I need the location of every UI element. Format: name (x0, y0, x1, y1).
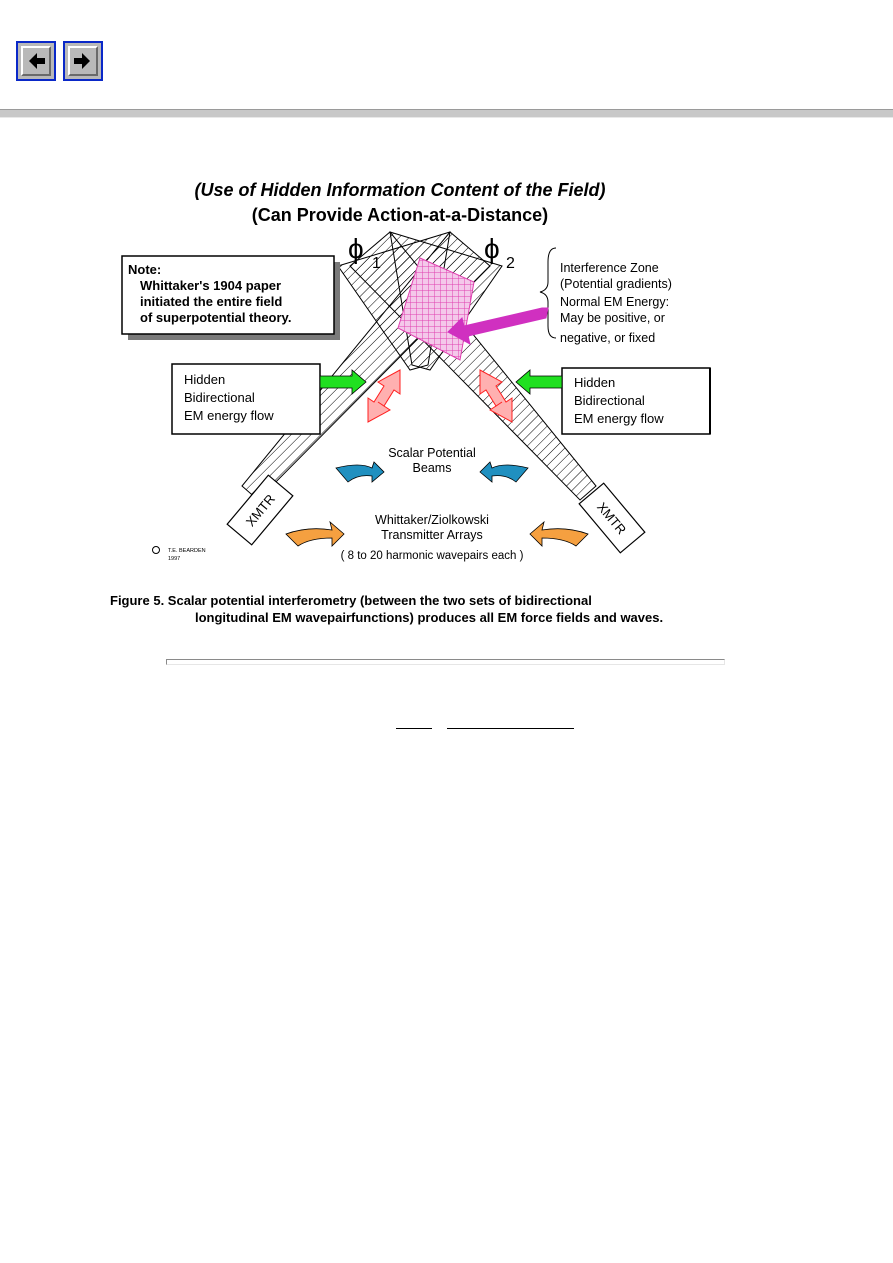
interference-brace (539, 247, 557, 339)
figure-title-line2: (Can Provide Action-at-a-Distance) (252, 205, 548, 225)
phi1-subscript: 1 (372, 255, 381, 272)
footer-link-2[interactable] (447, 716, 574, 729)
green-arrow-right (515, 369, 563, 395)
interference-line2: (Potential gradients) (560, 277, 672, 291)
red-arrow-left (367, 369, 401, 423)
horizontal-rule-top (0, 109, 893, 118)
phi2-label: ϕ (484, 233, 500, 264)
phi2-subscript: 2 (506, 255, 515, 272)
arrow-right-icon (74, 53, 90, 69)
horizontal-rule-bottom (166, 659, 725, 665)
note-box (121, 255, 335, 335)
footer-link-1[interactable] (396, 716, 432, 729)
hidden-right-box (561, 367, 711, 435)
green-arrow-left (319, 369, 367, 395)
blue-arrow-right (479, 461, 529, 483)
copyright-line1: T.E. BEARDEN (168, 548, 206, 554)
hidden-left-line3: EM energy flow (184, 408, 274, 423)
hidden-right-line1: Hidden (574, 375, 615, 390)
note-line2: initiated the entire field (140, 294, 282, 309)
orange-arrow-left (285, 520, 345, 547)
hidden-left-line1: Hidden (184, 372, 225, 387)
interference-line1: Interference Zone (560, 261, 659, 275)
interference-arrow (447, 307, 549, 345)
xmtr-left-box (226, 474, 294, 546)
figure-title-line1: (Use of Hidden Information Content of th… (195, 180, 606, 200)
hidden-left-line2: Bidirectional (184, 390, 255, 405)
interference-line5: negative, or fixed (560, 331, 655, 345)
hidden-left-box (171, 363, 321, 435)
interference-line3: Normal EM Energy: (560, 295, 669, 309)
scalar-interferometry-diagram: (Use of Hidden Information Content of th… (110, 180, 711, 625)
scalar-line2: Beams (413, 461, 452, 475)
scalar-line1: Scalar Potential (388, 446, 476, 460)
copyright-icon (152, 546, 160, 554)
blue-arrow-left (335, 461, 385, 483)
transmitter-line1: Whittaker/Ziolkowski (375, 513, 489, 527)
note-heading: Note: (128, 262, 161, 277)
orange-arrow-right (529, 520, 589, 547)
note-line1: Whittaker's 1904 paper (140, 278, 281, 293)
transmitter-line2: Transmitter Arrays (381, 528, 483, 542)
hidden-right-line3: EM energy flow (574, 411, 664, 426)
footer-links (0, 716, 893, 736)
phi1-label: ϕ (348, 233, 364, 264)
copyright-line2: 1997 (168, 556, 180, 562)
caption-line1: Figure 5. Scalar potential interferometr… (110, 593, 592, 608)
interference-line4: May be positive, or (560, 311, 665, 325)
red-arrow-right (479, 369, 513, 423)
forward-button[interactable] (63, 41, 103, 81)
arrow-left-icon (29, 53, 45, 69)
xmtr-right-box (578, 482, 646, 554)
hidden-right-line2: Bidirectional (574, 393, 645, 408)
back-button[interactable] (16, 41, 56, 81)
caption-line2: longitudinal EM wavepairfunctions) produ… (195, 610, 663, 625)
transmitter-line3: ( 8 to 20 harmonic wavepairs each ) (341, 550, 524, 562)
note-line3: of superpotential theory. (140, 310, 291, 325)
